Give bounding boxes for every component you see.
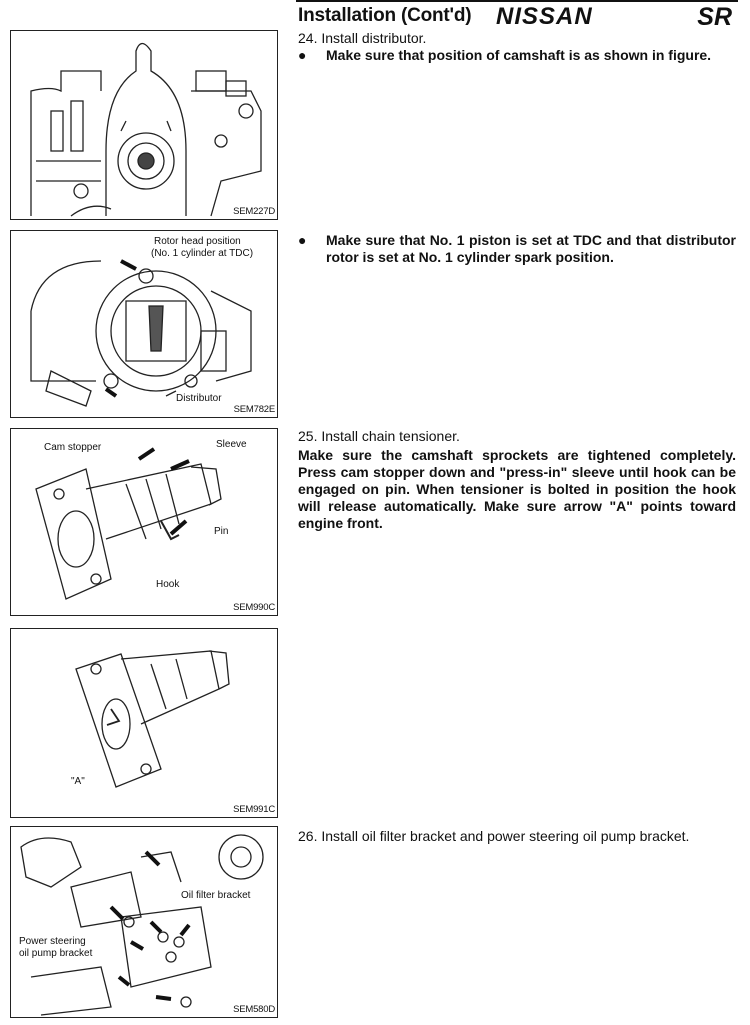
figure-code: SEM990C bbox=[233, 602, 275, 613]
label-distributor: Distributor bbox=[176, 393, 222, 404]
chain-tensioner-illustration bbox=[35, 447, 222, 600]
figure-chain-tensioner: Cam stopper Sleeve Pin Hook SEM990C bbox=[10, 428, 278, 616]
bullet-marker: ● bbox=[298, 232, 307, 248]
step-25-block: 25. Install chain tensioner. Make sure t… bbox=[298, 428, 736, 532]
figure-code: SEM580D bbox=[233, 1004, 275, 1015]
figure-brackets: Oil filter bracket Power steering oil pu… bbox=[10, 826, 278, 1018]
page-title: Installation (Cont'd) bbox=[298, 5, 472, 26]
bullet-marker: ● bbox=[298, 47, 307, 63]
figure-camshaft-position: SEM227D bbox=[10, 30, 278, 220]
brand-name: NISSAN bbox=[496, 3, 593, 30]
label-tdc: (No. 1 cylinder at TDC) bbox=[151, 248, 254, 259]
step-24-bullet-2-block: ● Make sure that No. 1 piston is set at … bbox=[298, 232, 736, 266]
figure-code: SEM782E bbox=[233, 404, 276, 415]
label-oil-filter-bracket: Oil filter bracket bbox=[181, 890, 251, 901]
label-rotor-head: Rotor head position bbox=[154, 236, 241, 247]
step-24-bullet-2: ● Make sure that No. 1 piston is set at … bbox=[298, 232, 736, 266]
distributor-illustration bbox=[30, 259, 252, 407]
header-rule bbox=[296, 0, 738, 2]
page-header: Installation (Cont'd) NISSAN SR bbox=[298, 3, 736, 31]
label-cam-stopper: Cam stopper bbox=[44, 442, 102, 453]
label-hook: Hook bbox=[156, 579, 180, 590]
step-25-heading: 25. Install chain tensioner. bbox=[298, 428, 460, 444]
label-pin: Pin bbox=[214, 526, 229, 537]
step-24-block: 24. Install distributor. ● Make sure tha… bbox=[298, 30, 736, 64]
step-24-bullet-2-text: Make sure that No. 1 piston is set at TD… bbox=[326, 232, 736, 265]
step-25-instructions: Make sure the camshaft sprockets are tig… bbox=[298, 447, 736, 531]
figure-code: SEM991C bbox=[233, 804, 275, 815]
figure-arrow-a: "A" SEM991C bbox=[10, 628, 278, 818]
label-oil-pump-bracket: oil pump bracket bbox=[19, 948, 93, 959]
figure-code: SEM227D bbox=[233, 206, 275, 217]
brackets-illustration bbox=[20, 834, 264, 1016]
step-24-bullet-1: ● Make sure that position of camshaft is… bbox=[298, 47, 736, 64]
step-26-heading: 26. Install oil filter bracket and power… bbox=[298, 828, 690, 844]
step-26-block: 26. Install oil filter bracket and power… bbox=[298, 828, 736, 845]
tensioner-arrow-illustration bbox=[75, 650, 230, 788]
section-code: SR bbox=[697, 3, 732, 31]
label-arrow-a: "A" bbox=[71, 776, 85, 787]
step-24-bullet-1-text: Make sure that position of camshaft is a… bbox=[326, 47, 712, 63]
step-24-heading: 24. Install distributor. bbox=[298, 30, 427, 46]
label-sleeve: Sleeve bbox=[216, 439, 247, 450]
figure-distributor: Rotor head position (No. 1 cylinder at T… bbox=[10, 230, 278, 418]
label-power-steering: Power steering bbox=[19, 936, 86, 947]
camshaft-illustration bbox=[30, 42, 262, 217]
